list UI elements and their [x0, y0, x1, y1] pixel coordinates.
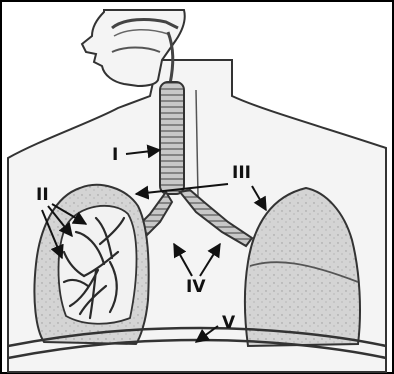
- trachea: [160, 82, 184, 194]
- label-IV: IV: [186, 277, 206, 297]
- label-I: I: [112, 145, 118, 165]
- label-II: II: [36, 185, 49, 205]
- label-V: V: [222, 313, 236, 333]
- label-III: III: [232, 163, 251, 183]
